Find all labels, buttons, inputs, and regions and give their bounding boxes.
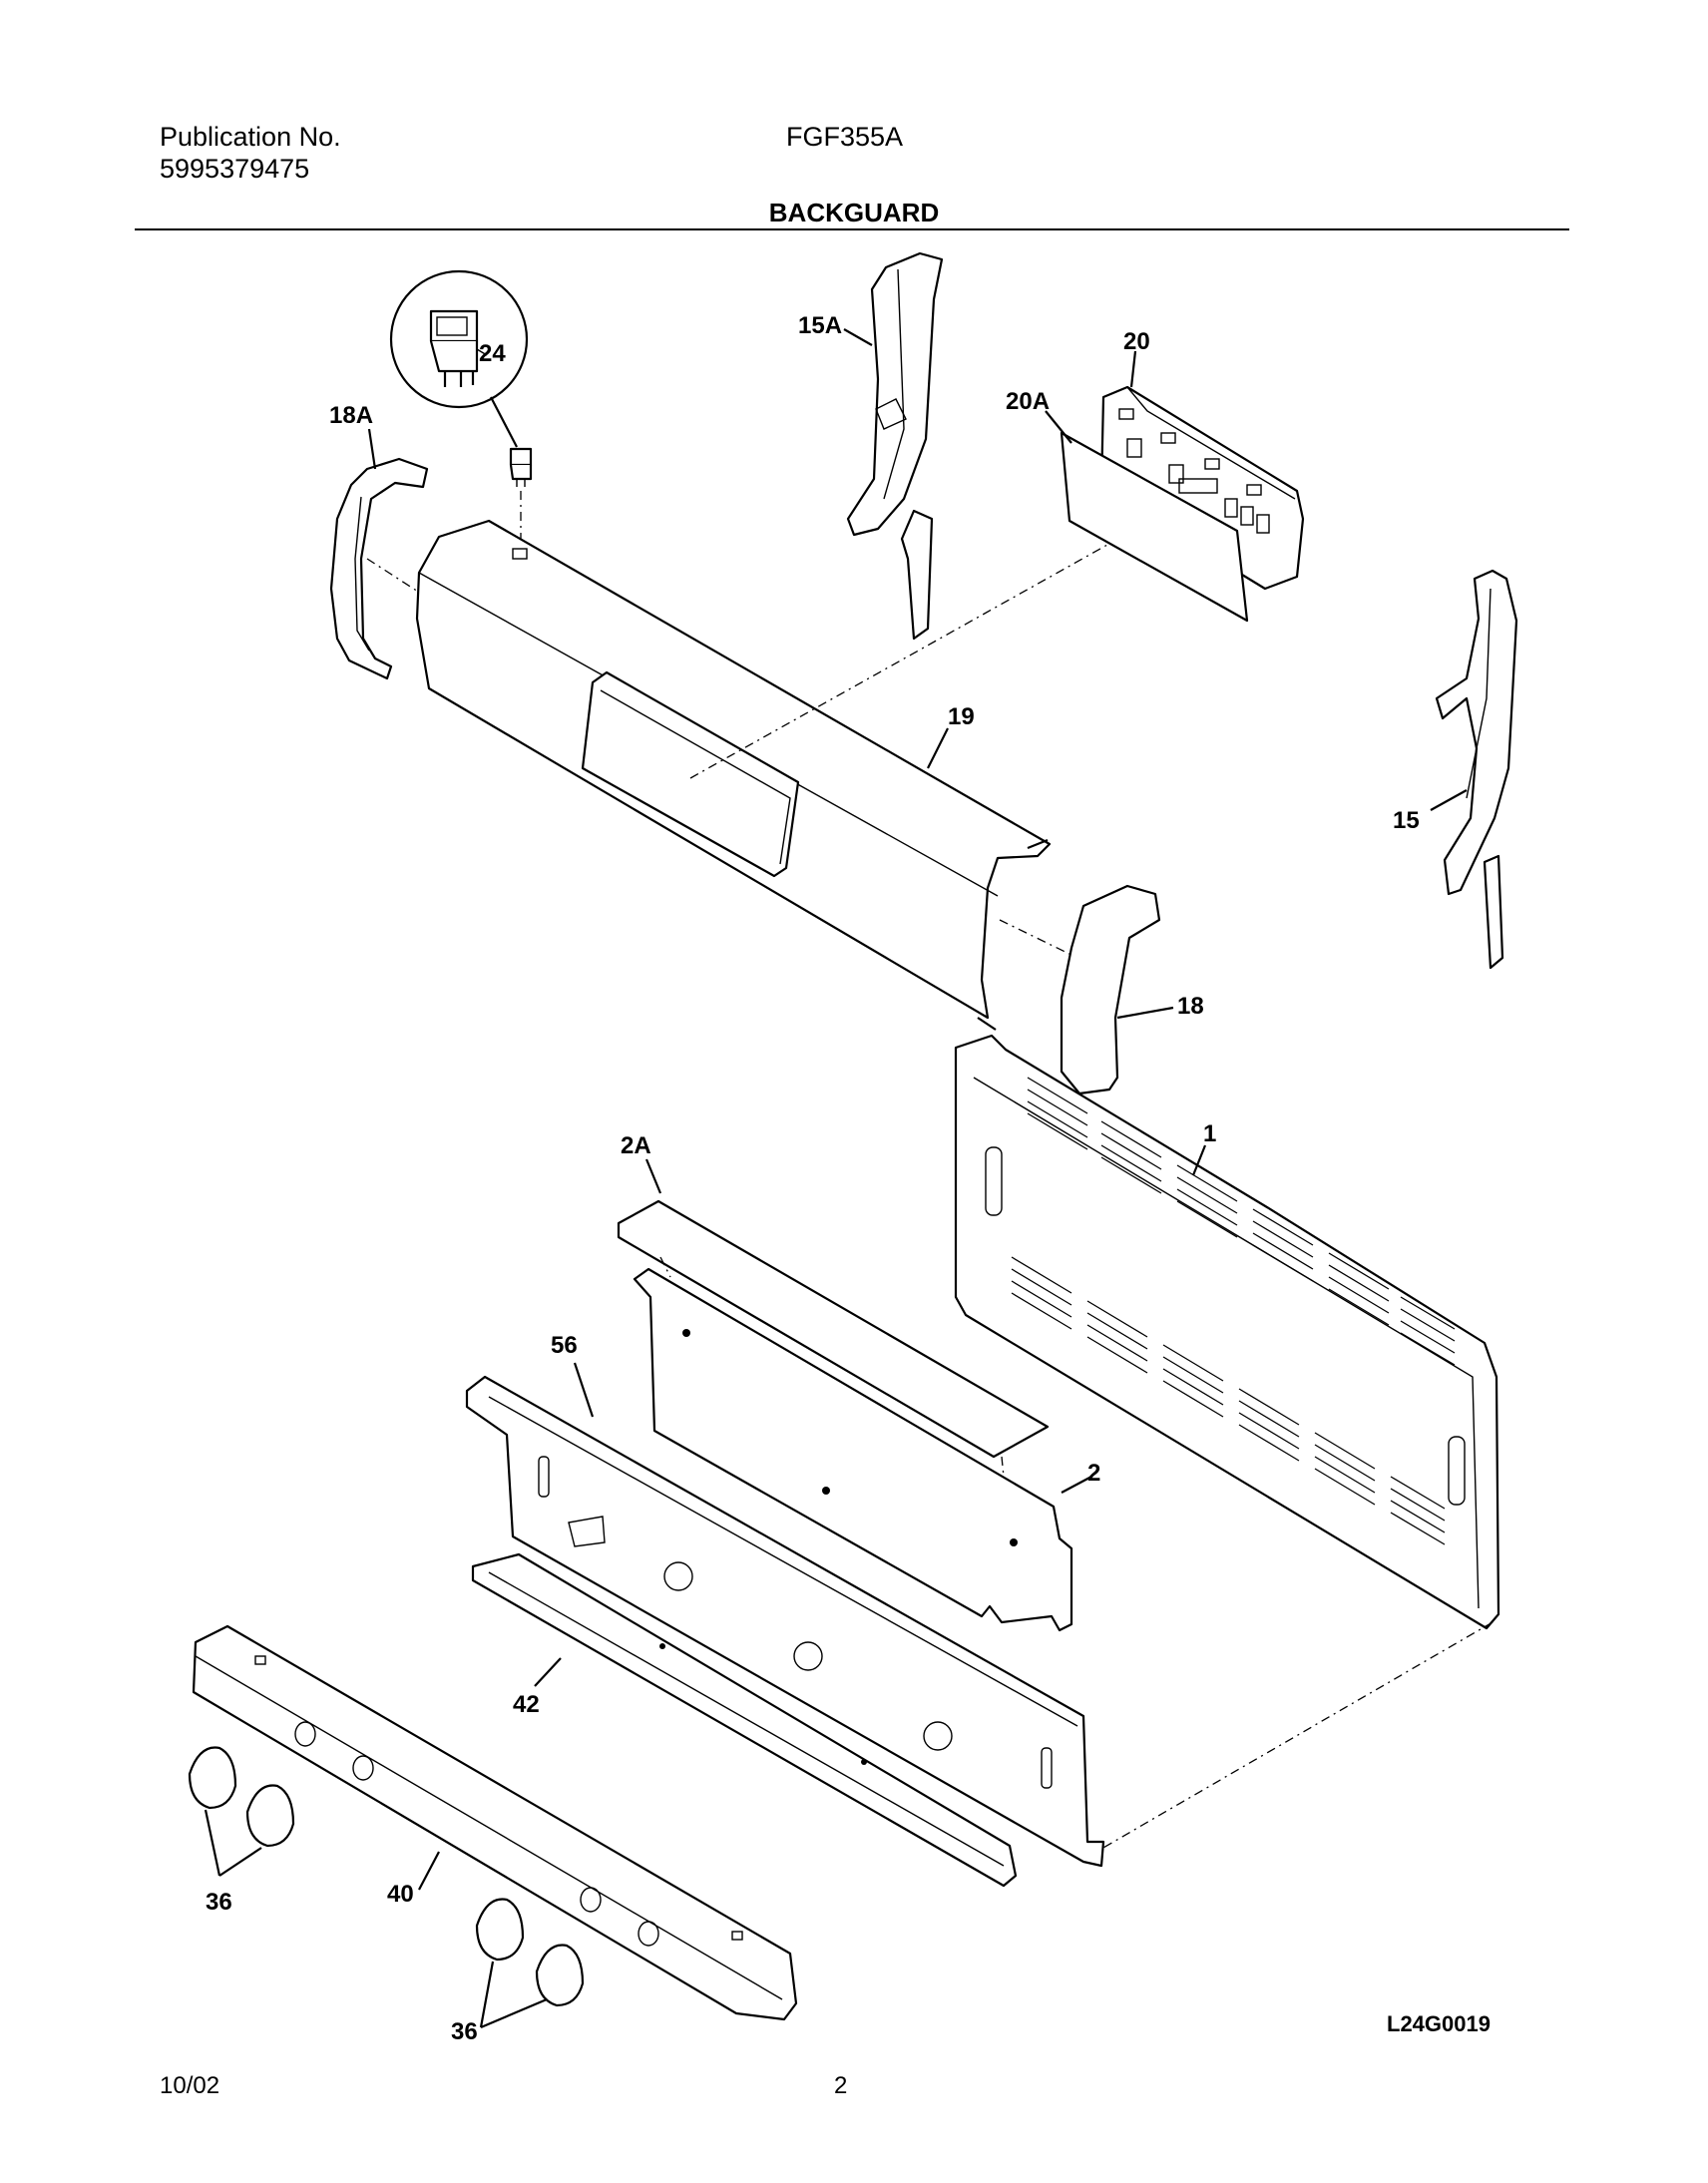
callout-20: 20	[1123, 328, 1150, 355]
callout-15: 15	[1393, 807, 1420, 834]
footer-page-number: 2	[834, 2072, 848, 2099]
callout-15A: 15A	[798, 312, 842, 339]
callout-20A: 20A	[1006, 388, 1050, 415]
callout-36-left: 36	[206, 1889, 232, 1916]
part-36-knobs-right	[475, 1898, 585, 2029]
callout-labels: 24 18A 15A 20 20A 19 15 18 1 2A 2 56 42 …	[206, 312, 1420, 2045]
part-18-right-end-cap	[1060, 884, 1161, 1095]
part-42-trim	[471, 1552, 1018, 1888]
part-19-control-panel	[415, 519, 1108, 1031]
callout-40: 40	[387, 1881, 414, 1908]
part-15-right-bracket	[1435, 569, 1518, 970]
part-18A-left-end-cap	[329, 457, 430, 680]
drawing-id: L24G0019	[1387, 2011, 1491, 2036]
part-2-panel	[633, 1267, 1073, 1632]
part-24-switch	[389, 269, 533, 551]
callout-18: 18	[1177, 993, 1204, 1020]
callout-42: 42	[513, 1691, 540, 1718]
model-number: FGF355A	[786, 122, 904, 152]
publication-number: 5995379475	[160, 154, 310, 184]
part-1-back-panel	[954, 1034, 1500, 1857]
callout-18A: 18A	[329, 402, 373, 429]
part-15A-left-bracket	[846, 251, 944, 641]
section-title: BACKGUARD	[768, 198, 940, 227]
header-rule	[135, 228, 1569, 230]
callout-24: 24	[479, 340, 506, 367]
callout-2A: 2A	[621, 1132, 651, 1159]
callout-1: 1	[1203, 1120, 1216, 1147]
callout-2: 2	[1087, 1460, 1100, 1487]
leader-lines	[367, 328, 1468, 1891]
part-36-knobs-left	[188, 1746, 295, 1877]
callout-19: 19	[948, 703, 975, 730]
publication-label: Publication No.	[160, 122, 341, 152]
callout-36-right: 36	[451, 2018, 478, 2045]
part-40-front-panel	[192, 1624, 798, 2021]
footer-date: 10/02	[160, 2072, 220, 2099]
part-56-manifold-bracket	[465, 1375, 1105, 1868]
part-20A-overlay	[1060, 431, 1249, 623]
callout-56: 56	[551, 1332, 578, 1359]
part-20-clock-control	[1099, 385, 1305, 591]
